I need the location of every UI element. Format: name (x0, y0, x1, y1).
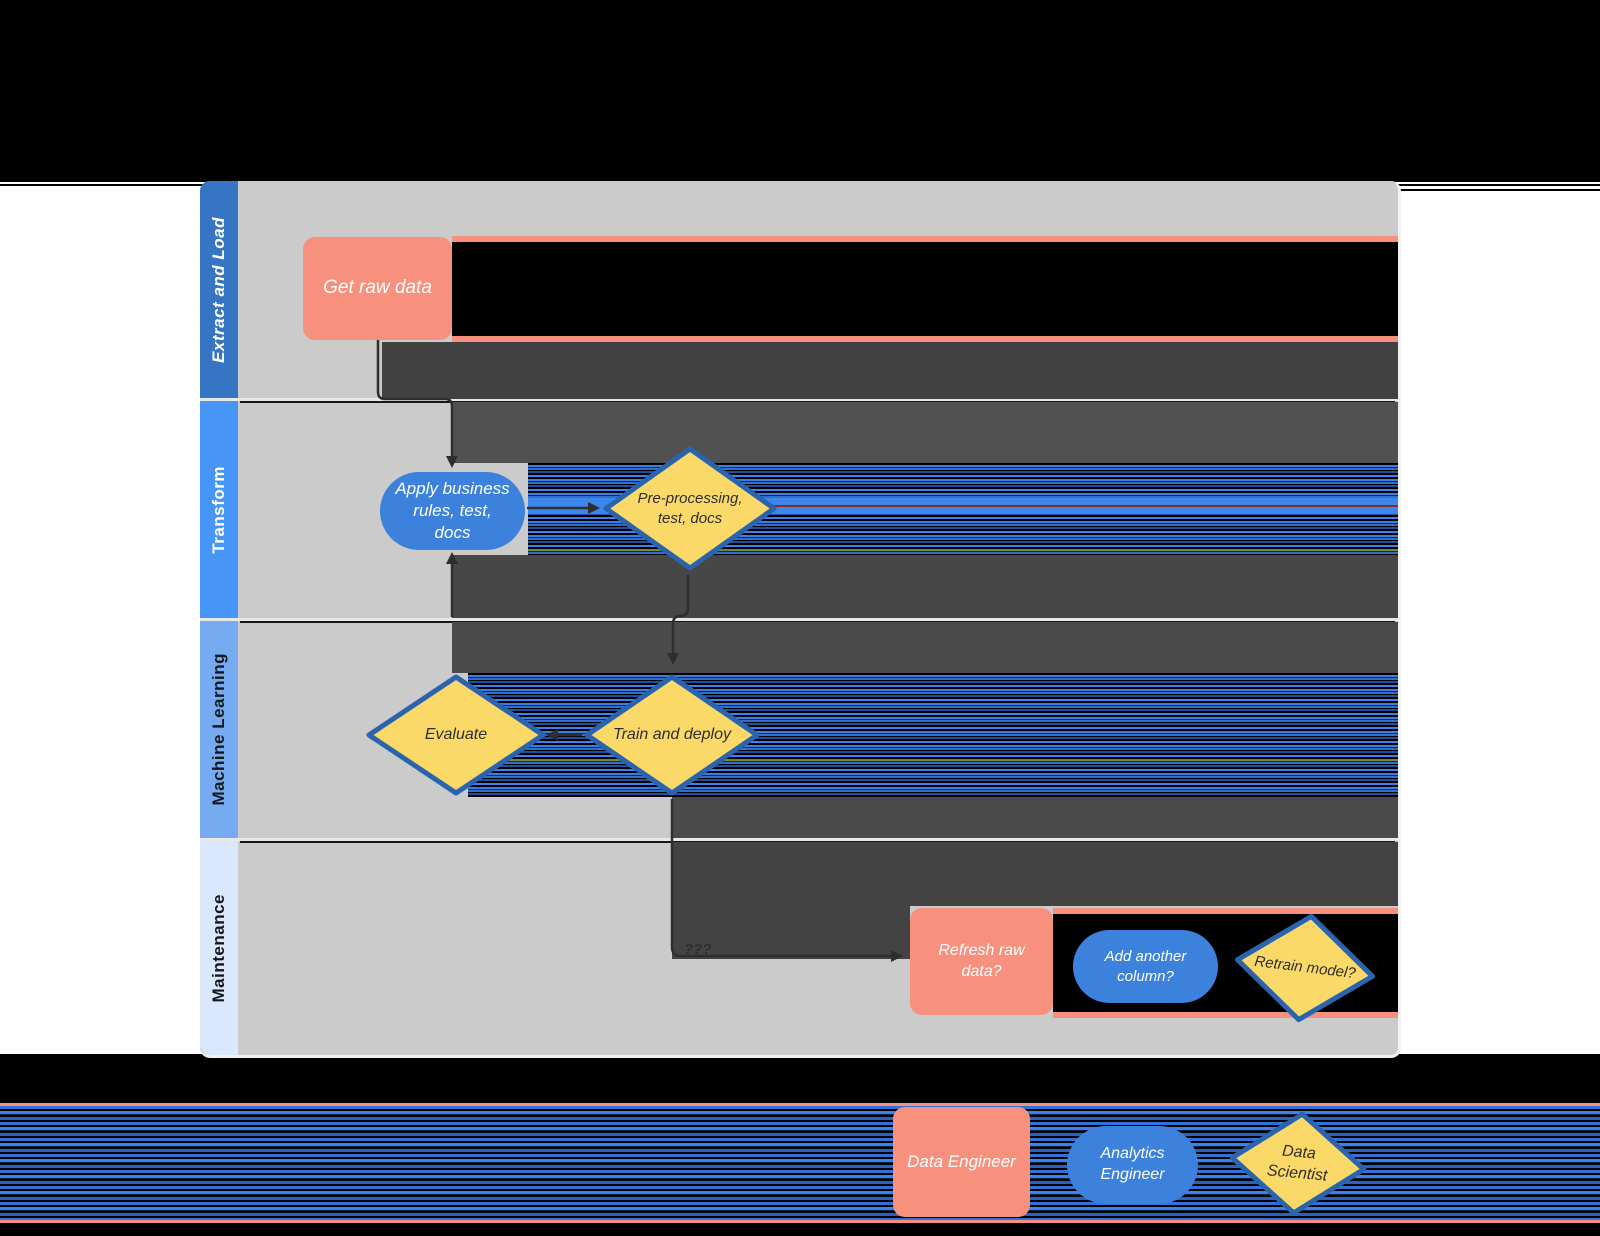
right-glitch-line (1398, 189, 1600, 191)
node-label: Add another column? (1104, 948, 1187, 985)
legend-data-engineer[interactable]: Data Engineer (893, 1107, 1030, 1217)
glitch-band (452, 555, 1398, 618)
lane-divider (200, 398, 1398, 401)
glitch-band (1053, 908, 1398, 914)
node-preprocessing[interactable]: Pre-processing, test, docs (602, 445, 778, 572)
glitch-band (672, 842, 1398, 906)
glitch-band (452, 622, 1398, 673)
glitch-band (672, 797, 1398, 838)
node-label: Evaluate (424, 725, 488, 743)
glitch-band (452, 236, 1398, 242)
glitch-band (452, 242, 1398, 336)
node-retrain-model[interactable]: Retrain model? (1227, 904, 1384, 1033)
legend-analytics-engineer[interactable]: Analytics Engineer (1067, 1126, 1198, 1204)
diamond-shape (1229, 1111, 1367, 1216)
legend-data-scientist[interactable]: Data Scientist (1224, 1104, 1373, 1223)
lane-label-transform: Transform (209, 465, 228, 554)
glitch-band (452, 402, 1398, 463)
diamond-shape (584, 674, 760, 796)
lane-bar-transform[interactable]: Transform (200, 401, 238, 618)
lane-label-maintenance: Maintenance (209, 893, 228, 1003)
legend-label: Data Engineer (907, 1151, 1016, 1171)
lane-bar-extract-and-load[interactable]: Extract and Load (200, 181, 238, 398)
node-refresh-raw-data[interactable]: Refresh raw data? (910, 908, 1053, 1015)
legend-label: Analytics Engineer (1100, 1145, 1165, 1183)
lane-label-extract-and-load: Extract and Load (209, 216, 228, 363)
glitch-band (1053, 1012, 1398, 1018)
node-label: Train and deploy (613, 725, 731, 743)
diamond-shape (1235, 913, 1375, 1023)
node-add-another-column[interactable]: Add another column? (1073, 930, 1218, 1003)
lane-bar-machine-learning[interactable]: Machine Learning (200, 621, 238, 838)
node-label: Apply business rules, test, docs (395, 478, 510, 543)
node-apply-business-rules[interactable]: Apply business rules, test, docs (380, 472, 525, 550)
glitch-band (382, 342, 1398, 399)
node-train-and-deploy[interactable]: Train and deploy (583, 673, 761, 797)
top-glitch-band (0, 0, 1600, 182)
connector-label: ??? (684, 941, 712, 958)
lane-bar-maintenance[interactable]: Maintenance (200, 841, 238, 1055)
lane-divider (200, 618, 1398, 621)
glitch-band (452, 336, 1398, 342)
node-label: Pre-processing, test, docs (637, 490, 743, 527)
glitch-band (700, 505, 1398, 507)
diamond-shape (603, 446, 777, 571)
node-evaluate[interactable]: Evaluate (365, 673, 547, 797)
node-label: Refresh raw data? (938, 941, 1025, 980)
lane-label-machine-learning: Machine Learning (209, 653, 228, 806)
diamond-shape (366, 674, 546, 796)
node-get-raw-data[interactable]: Get raw data (303, 237, 452, 340)
node-label: Get raw data (323, 277, 432, 299)
